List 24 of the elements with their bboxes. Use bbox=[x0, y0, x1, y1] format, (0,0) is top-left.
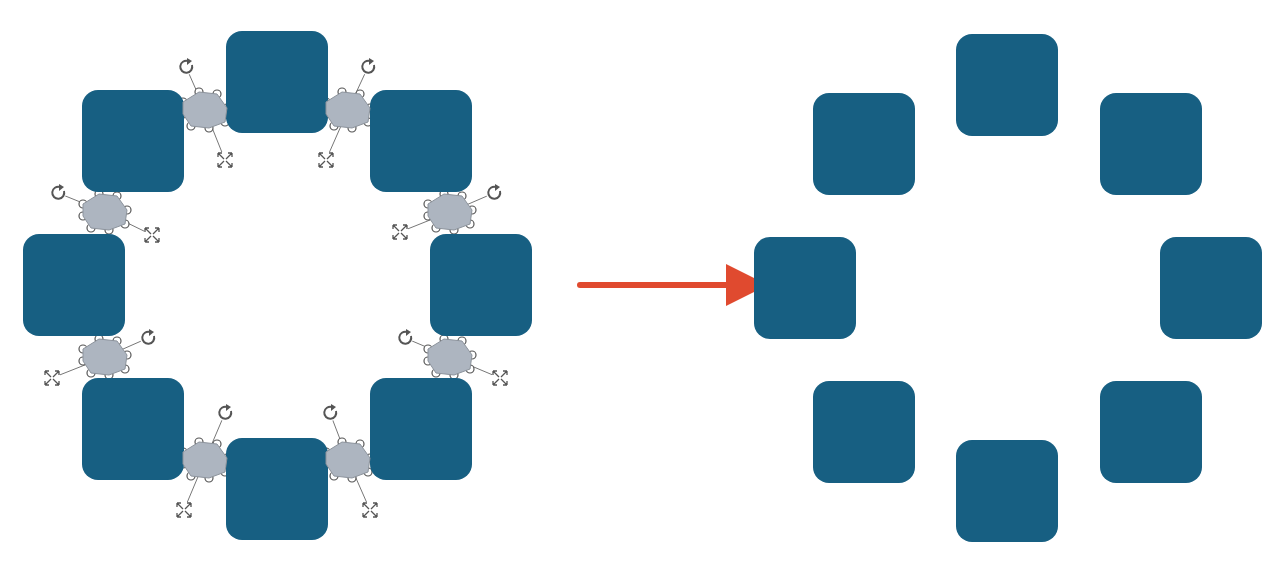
rounded-square bbox=[370, 378, 472, 480]
rounded-square bbox=[370, 90, 472, 192]
rounded-square bbox=[430, 234, 532, 336]
hexagon-shape bbox=[326, 92, 370, 128]
hexagon-shape bbox=[428, 339, 472, 375]
hexagon-shape bbox=[428, 194, 472, 230]
rounded-square bbox=[1100, 93, 1202, 195]
hexagon-shape bbox=[83, 339, 127, 375]
rounded-square bbox=[813, 93, 915, 195]
rounded-square bbox=[23, 234, 125, 336]
rounded-square bbox=[226, 31, 328, 133]
rounded-square bbox=[813, 381, 915, 483]
rounded-square bbox=[1160, 237, 1262, 339]
rounded-square bbox=[226, 438, 328, 540]
rounded-square bbox=[82, 378, 184, 480]
rounded-square bbox=[1100, 381, 1202, 483]
rounded-square bbox=[754, 237, 856, 339]
hexagon-shape bbox=[83, 194, 127, 230]
rounded-square bbox=[956, 34, 1058, 136]
rounded-square bbox=[82, 90, 184, 192]
rounded-square bbox=[956, 440, 1058, 542]
hexagon-shape bbox=[326, 442, 370, 478]
hexagon-shape bbox=[183, 92, 227, 128]
hexagon-shape bbox=[183, 442, 227, 478]
